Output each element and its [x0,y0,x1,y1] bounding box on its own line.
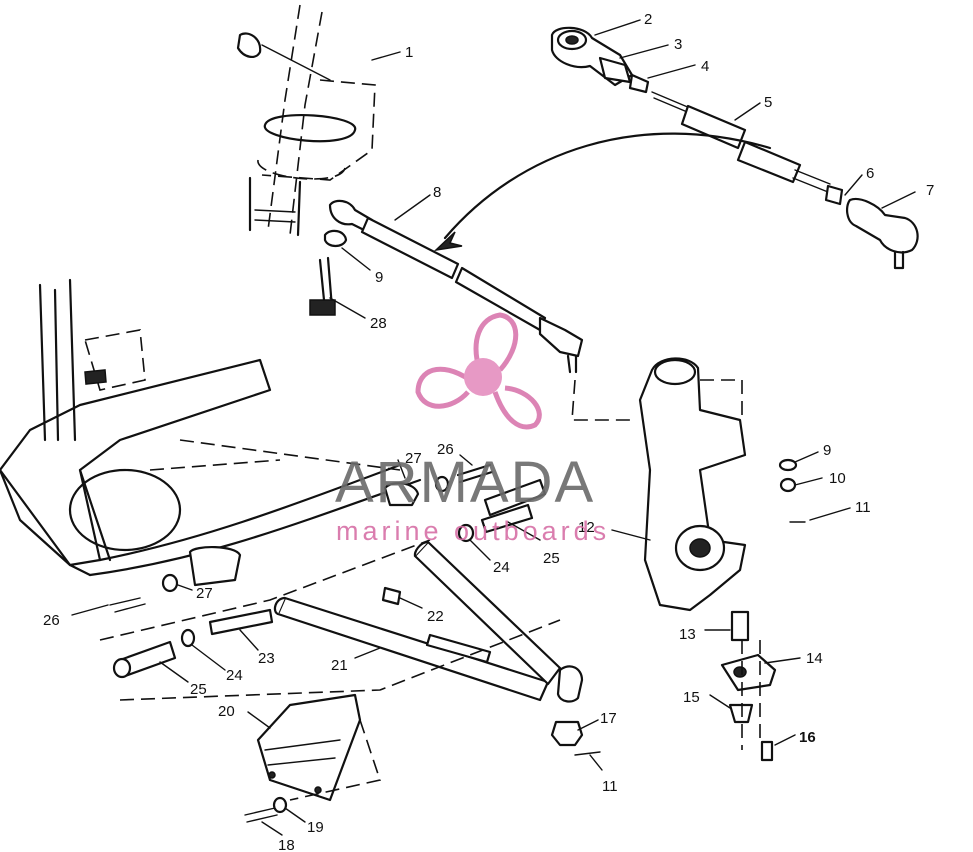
callout-27-top: 27 [405,450,422,467]
callout-1: 1 [405,44,413,61]
callout-23: 23 [258,650,275,667]
callout-25-left: 25 [190,681,207,698]
callout-13: 13 [679,626,696,643]
callout-28: 28 [370,315,387,332]
steering-column [236,4,376,237]
callout-8: 8 [433,184,441,201]
callout-11-bottom: 11 [602,778,618,795]
callout-26-left: 26 [43,612,60,629]
callout-9-top: 9 [375,269,383,286]
chassis-frame [0,278,422,587]
callout-12: 12 [578,519,595,536]
callout-18: 18 [278,837,295,852]
callout-15: 15 [683,689,700,706]
callout-labels: 1 2 3 4 5 6 7 8 9 28 9 10 11 12 26 27 24… [43,11,934,852]
callout-25-right: 25 [543,550,560,567]
callout-16: 16 [799,729,816,746]
callout-26-top: 26 [437,441,454,458]
tie-rod-assembly [433,26,919,270]
leader-lines [71,19,916,836]
callout-7: 7 [926,182,934,199]
watermark: ARMADA marine outboards [335,312,610,546]
callout-11-right: 11 [855,499,871,516]
callout-14: 14 [806,650,823,667]
a-arm-assembly [99,463,584,703]
ball-joint-hardware [550,458,806,762]
callout-24-right: 24 [493,559,510,576]
callout-17: 17 [600,710,617,727]
callout-20: 20 [218,703,235,720]
spindle-knuckle [638,357,747,612]
callout-2: 2 [644,11,652,28]
callout-19: 19 [307,819,324,836]
callout-4: 4 [701,58,709,75]
callout-9-right: 9 [823,442,831,459]
skid-plate [244,693,382,823]
tie-rod-8 [309,199,635,421]
callout-21: 21 [331,657,348,674]
callout-22: 22 [427,608,444,625]
callout-24-left: 24 [226,667,243,684]
callout-5: 5 [764,94,772,111]
propeller-logo-icon [415,312,542,430]
watermark-brand: ARMADA [335,450,595,515]
callout-3: 3 [674,36,682,53]
watermark-tagline: marine outboards [336,516,610,546]
callout-10: 10 [829,470,846,487]
callout-6: 6 [866,165,874,182]
callout-27-left: 27 [196,585,213,602]
